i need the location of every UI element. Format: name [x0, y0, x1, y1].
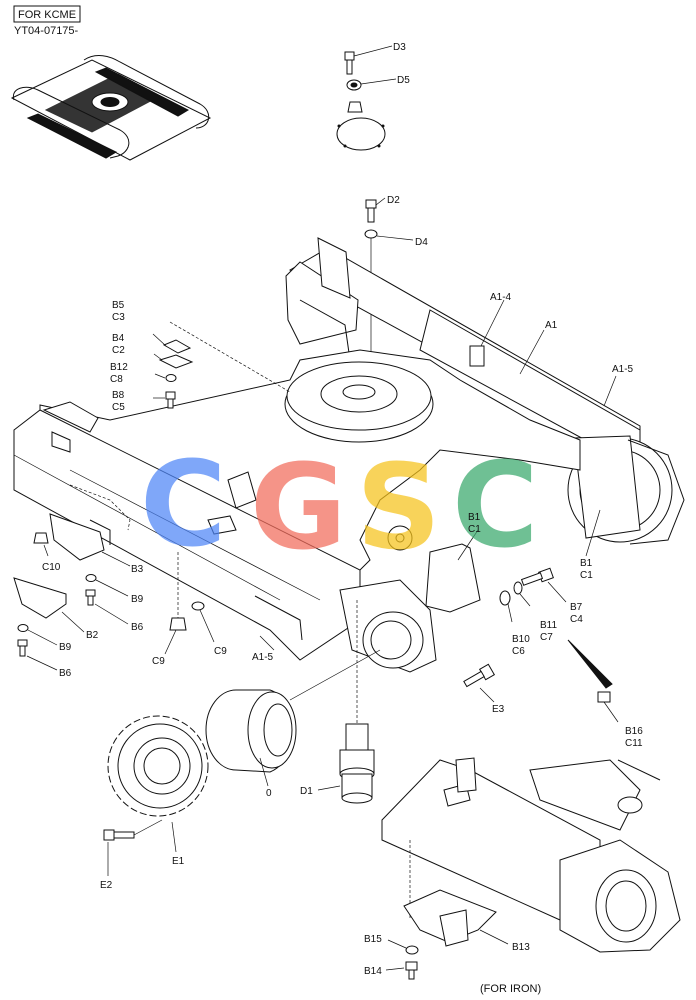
label-b10: B10	[512, 634, 530, 645]
label-d3: D3	[393, 42, 406, 53]
part-b9-washer-a	[85, 574, 129, 597]
part-c9-grease-b	[191, 601, 215, 643]
label-b8: B8	[112, 390, 125, 401]
label-b11: B11	[540, 620, 557, 631]
part-b8-bolt	[153, 391, 176, 409]
watermark-letter-1: C	[140, 435, 227, 573]
label-d5: D5	[397, 75, 410, 86]
part-d4-washer	[364, 229, 414, 241]
part-b6-bolt-a	[85, 589, 129, 625]
part-sprocket	[107, 715, 209, 853]
label-c3: C3	[112, 312, 125, 323]
label-c9-b: C9	[214, 646, 227, 657]
label-e2: E2	[100, 880, 113, 891]
part-d3-bolt	[344, 45, 393, 75]
b5-leader-dash	[169, 321, 291, 393]
label-b5: B5	[112, 300, 125, 311]
part-b3-guard	[49, 513, 131, 567]
label-e3: E3	[492, 704, 505, 715]
a1-5-left-leader	[259, 635, 275, 651]
part-b4-plate	[153, 353, 194, 369]
label-a1-4: A1-4	[490, 292, 512, 303]
label-b14: B14	[364, 966, 382, 977]
b1-mid-leader	[457, 529, 479, 561]
part-b12-washer	[154, 373, 177, 382]
part-travel-motor	[205, 649, 381, 787]
label-c2: C2	[112, 345, 125, 356]
part-b9-washer-b	[17, 624, 58, 646]
label-c1-right: C1	[580, 570, 593, 581]
label-b6-b: B6	[59, 668, 72, 679]
serial-number: YT04-07175-	[14, 25, 79, 37]
b1-right-leader	[585, 509, 601, 557]
a1-5-right-leader	[603, 375, 617, 407]
label-d2: D2	[387, 195, 400, 206]
label-b1-mid: B1	[468, 512, 481, 523]
part-d5-washer	[346, 78, 397, 91]
watermark-letter-2: G	[250, 438, 347, 576]
header-badge: FOR KCME	[18, 9, 76, 21]
part-b11-washer	[513, 581, 531, 607]
label-a1-5-left: A1-5	[252, 652, 274, 663]
label-b15: B15	[364, 934, 382, 945]
part-retainer-plate	[347, 101, 363, 113]
label-b3: B3	[131, 564, 144, 575]
undercarriage-thumbnail	[10, 55, 212, 161]
label-c1-mid: C1	[468, 524, 481, 535]
label-b7: B7	[570, 602, 583, 613]
label-c9-a: C9	[152, 656, 165, 667]
label-b6-a: B6	[131, 622, 144, 633]
label-c5: C5	[112, 402, 125, 413]
label-b4: B4	[112, 333, 125, 344]
label-c4: C4	[570, 614, 583, 625]
a1-leader	[519, 329, 545, 375]
part-b6-bolt-b	[17, 639, 58, 671]
part-a1-4-bracket	[469, 345, 485, 367]
label-a1-5-right: A1-5	[612, 364, 634, 375]
part-b15-washer	[387, 939, 419, 955]
iron-detail-frame	[381, 757, 681, 953]
label-c8: C8	[110, 374, 123, 385]
part-d2-bolt	[365, 197, 386, 223]
label-d4: D4	[415, 237, 428, 248]
part-oring	[336, 117, 386, 151]
a1-4-leader	[479, 299, 505, 349]
part-b16-bolt	[597, 691, 619, 723]
label-e1: E1	[172, 856, 185, 867]
part-swivel-joint	[317, 600, 375, 804]
label-0: 0	[266, 788, 272, 799]
part-c9-grease-a	[164, 617, 187, 655]
watermark-letter-3: S	[356, 438, 441, 576]
label-b13: B13	[512, 942, 530, 953]
label-b16: B16	[625, 726, 643, 737]
watermark: C G S C	[140, 435, 539, 576]
part-b13-guard	[403, 889, 509, 947]
label-b1-right: B1	[580, 558, 593, 569]
part-b2-guard	[13, 577, 85, 633]
part-c10-nut	[33, 532, 49, 557]
detail-arrow	[567, 639, 613, 689]
label-c10: C10	[42, 562, 61, 573]
header-badge-box	[13, 5, 81, 23]
label-a1: A1	[545, 320, 558, 331]
part-labels: D3 D5 D2 D4 A1-4 A1 A1-5 B5 C3 B4 C2 B12…	[42, 42, 643, 995]
part-b14-bolt	[385, 961, 418, 980]
watermark-letter-4: C	[452, 436, 539, 574]
part-e3-bolt	[463, 663, 496, 703]
part-b5-plate	[152, 333, 192, 354]
label-b9-b: B9	[59, 642, 72, 653]
label-d1: D1	[300, 786, 313, 797]
label-c6: C6	[512, 646, 525, 657]
part-e2-bolt	[103, 819, 163, 876]
label-c7: C7	[540, 632, 553, 643]
label-b2: B2	[86, 630, 99, 641]
label-c11: C11	[625, 738, 643, 749]
label-b12: B12	[110, 362, 128, 373]
part-b10-washer	[499, 590, 513, 623]
part-b7-bolt	[520, 567, 567, 603]
for-iron-note: (FOR IRON)	[480, 983, 541, 995]
label-b9-a: B9	[131, 594, 144, 605]
